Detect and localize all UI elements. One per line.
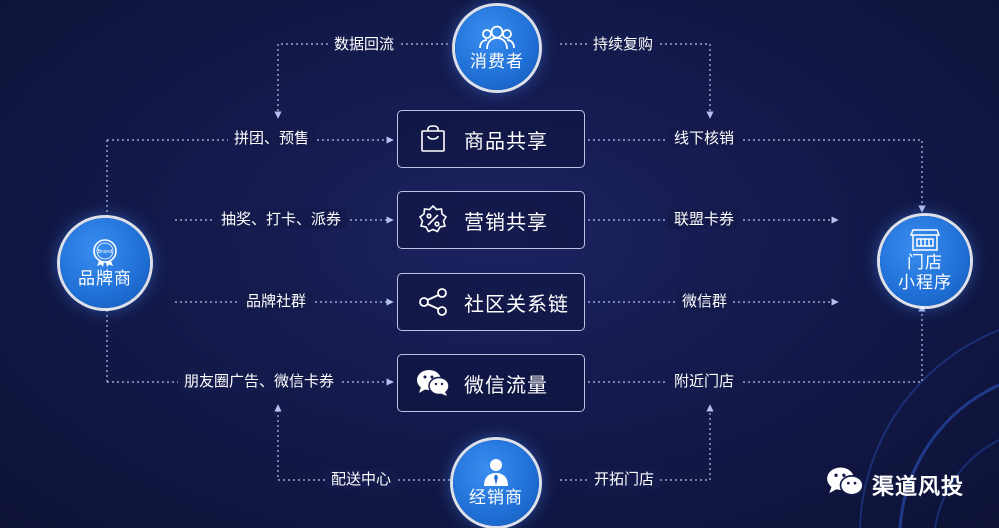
label-alliance-coupon: 联盟卡券 (668, 209, 741, 229)
wechat-logo-icon (826, 466, 864, 504)
marketing-sharing-label: 营销共享 (464, 209, 548, 234)
label-distribution-center: 配送中心 (325, 469, 398, 489)
label-wechat-group: 微信群 (676, 291, 734, 311)
community-chain-label: 社区关系链 (464, 291, 569, 316)
watermark: 渠道风投 (826, 466, 964, 504)
label-lottery: 抽奖、打卡、派券 (215, 209, 348, 229)
wechat-traffic-box: 微信流量 (397, 354, 585, 412)
store-label-line2: 小程序 (898, 273, 952, 293)
brand-owner-node: Brand 品牌商 (60, 218, 150, 308)
person-icon (484, 459, 508, 486)
brand-badge-icon: Brand (93, 239, 117, 267)
label-nearby-store: 附近门店 (668, 371, 741, 391)
marketing-sharing-box: 营销共享 (397, 191, 585, 249)
label-open-store: 开拓门店 (588, 469, 661, 489)
wechat-icon (416, 366, 450, 400)
label-group-presale: 拼团、预售 (228, 128, 316, 148)
label-moments-ads: 朋友圈广告、微信卡券 (178, 371, 341, 391)
distributor-node: 经销商 (453, 440, 539, 526)
label-brand-group: 品牌社群 (240, 291, 313, 311)
discount-badge-icon (416, 203, 450, 237)
watermark-text: 渠道风投 (872, 475, 965, 500)
store-label-line1: 门店 (907, 253, 943, 273)
community-chain-box: 社区关系链 (397, 273, 585, 331)
label-offline-verify: 线下核销 (668, 128, 741, 148)
goods-sharing-label: 商品共享 (464, 128, 548, 153)
wechat-traffic-label: 微信流量 (464, 372, 548, 397)
share-icon (416, 285, 450, 319)
consumer-label: 消费者 (470, 52, 524, 72)
storefront-icon (910, 229, 940, 251)
store-miniprogram-node: 门店 小程序 (880, 216, 970, 306)
label-repurchase: 持续复购 (587, 34, 660, 54)
shopping-bag-icon (416, 122, 450, 156)
goods-sharing-box: 商品共享 (397, 110, 585, 168)
brand-owner-label: 品牌商 (78, 269, 132, 289)
distributor-label: 经销商 (469, 488, 523, 508)
brand-badge-text: Brand (98, 249, 113, 255)
consumer-node: 消费者 (455, 6, 539, 90)
label-data-return: 数据回流 (328, 34, 401, 54)
users-icon (479, 25, 515, 50)
